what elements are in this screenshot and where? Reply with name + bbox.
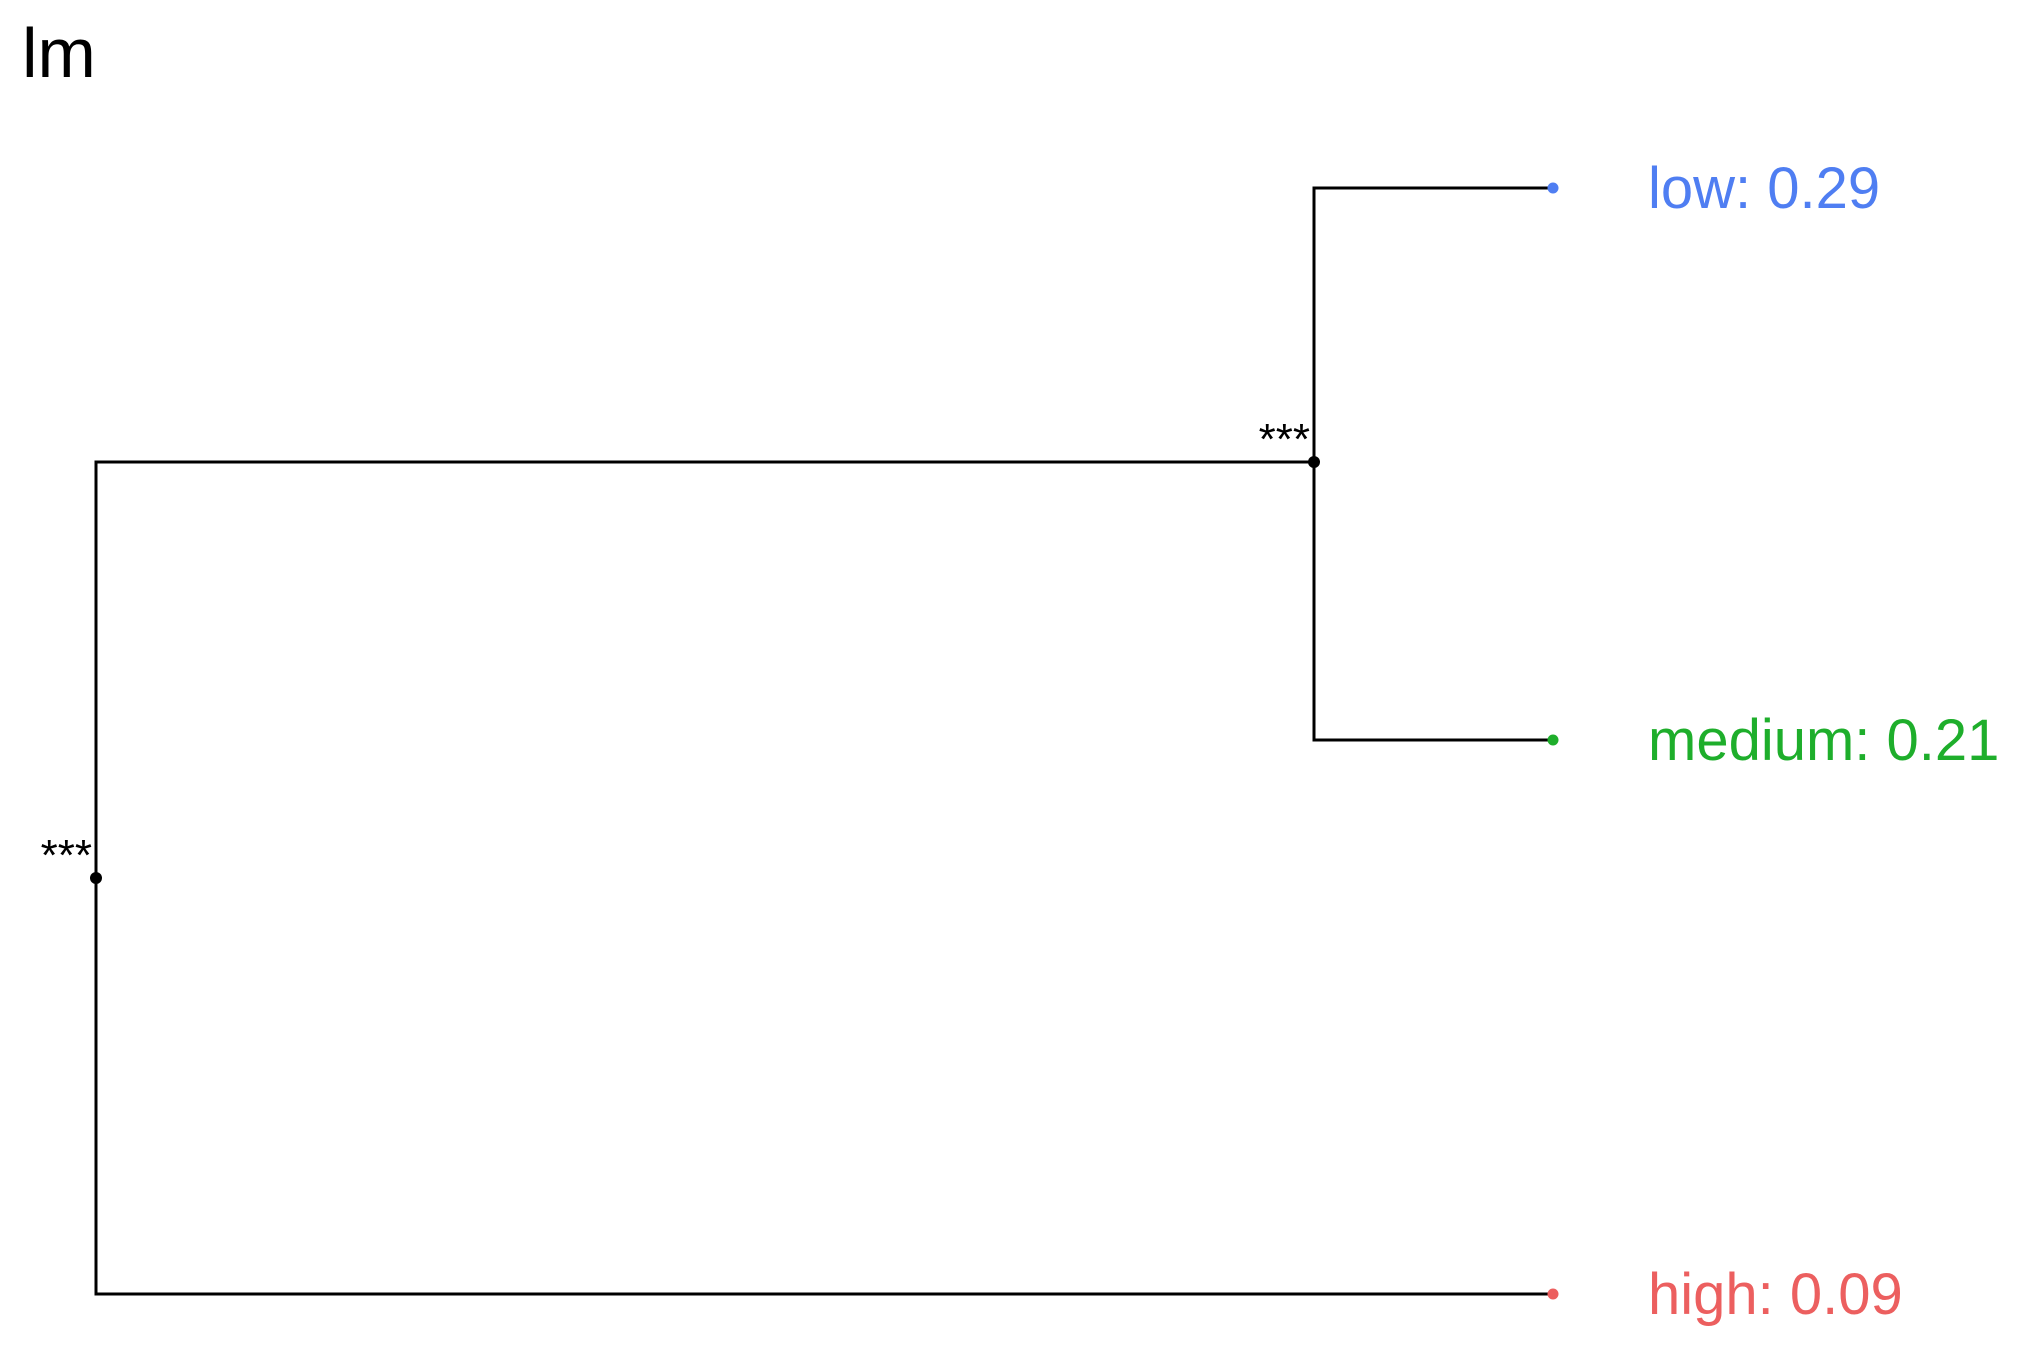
root-significance-label: ***: [41, 831, 92, 880]
inner-significance-label: ***: [1259, 415, 1310, 464]
leaf-label-low: low: 0.29: [1648, 156, 1880, 221]
leaf-dot-low: [1547, 182, 1559, 194]
leaf-dot-high: [1547, 1288, 1559, 1300]
leaf-label-high: high: 0.09: [1648, 1262, 1903, 1327]
root-node-dot: [90, 872, 102, 884]
leaf-label-medium: medium: 0.21: [1648, 708, 1999, 773]
plot-title: lm: [22, 14, 96, 92]
leaf-dot-medium: [1547, 734, 1559, 746]
inner-node-dot: [1308, 456, 1320, 468]
